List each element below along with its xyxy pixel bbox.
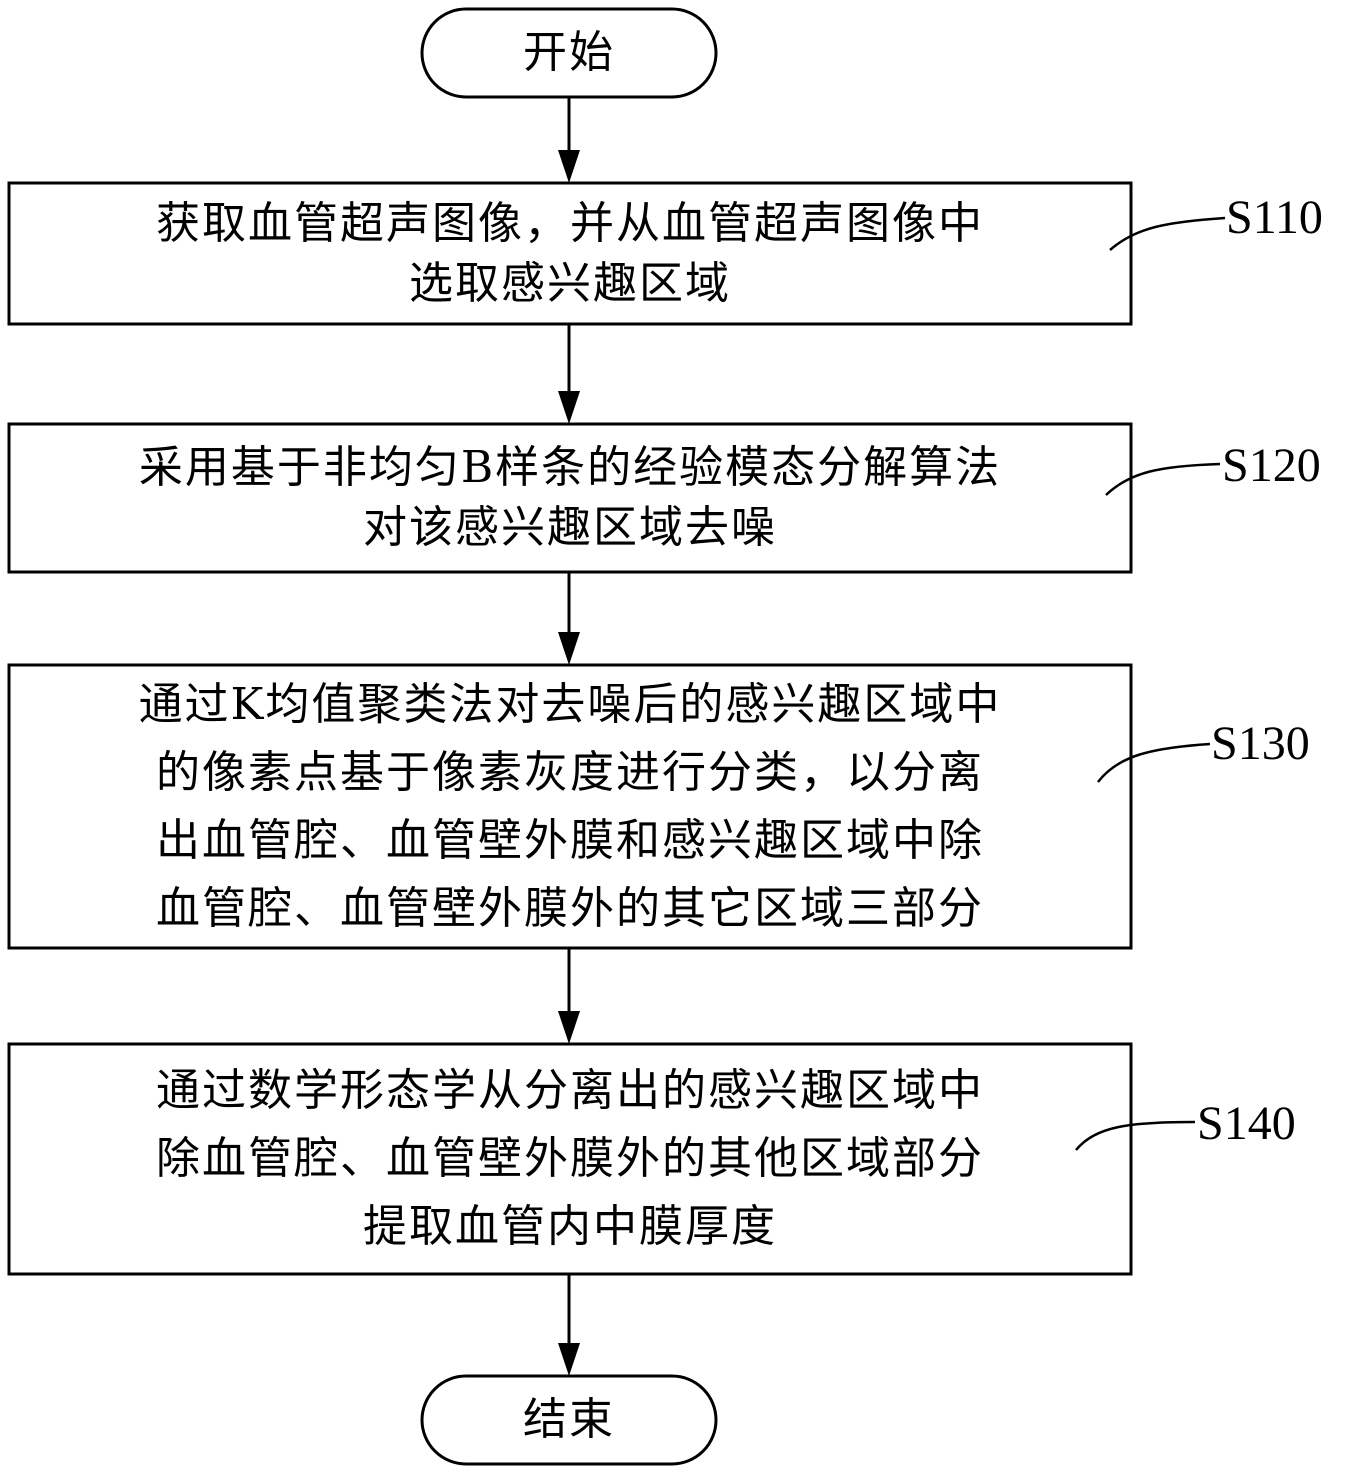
- arrowhead-s110-to-s120: [558, 391, 580, 424]
- step-text-s120: 采用基于非均匀B样条的经验模态分解算法 对该感兴趣区域去噪: [9, 424, 1131, 572]
- step-text-s110: 获取血管超声图像，并从血管超声图像中 选取感兴趣区域: [9, 183, 1131, 324]
- step-line: 提取血管内中膜厚度: [363, 1201, 777, 1252]
- leader-s140: [1075, 1120, 1196, 1151]
- arrowhead-s140-to-end: [558, 1343, 580, 1376]
- step-id-s130: S130: [1211, 717, 1310, 770]
- arrowhead-s130-to-s140: [558, 1011, 580, 1044]
- step-line: 对该感兴趣区域去噪: [363, 502, 777, 553]
- leader-s110: [1109, 216, 1226, 251]
- end-terminator: [420, 1374, 718, 1466]
- step-box-s140: [7, 1042, 1133, 1276]
- step-id-s120: S120: [1222, 439, 1321, 492]
- start-label: 开始: [422, 9, 716, 97]
- start-label-text: 开始: [523, 27, 615, 78]
- step-text-s140: 通过数学形态学从分离出的感兴趣区域中 除血管腔、血管壁外膜外的其他区域部分 提取…: [9, 1044, 1131, 1274]
- leader-s120: [1105, 462, 1221, 496]
- step-line: 选取感兴趣区域: [409, 257, 731, 309]
- step-id-s110: S110: [1226, 191, 1323, 244]
- step-line: 通过数学形态学从分离出的感兴趣区域中: [156, 1065, 984, 1116]
- step-text-s130: 通过K均值聚类法对去噪后的感兴趣区域中 的像素点基于像素灰度进行分类，以分离 出…: [9, 665, 1131, 948]
- step-line: 采用基于非均匀B样条的经验模态分解算法: [138, 442, 1002, 493]
- step-box-s110: [7, 181, 1133, 326]
- step-line: 血管腔、血管壁外膜外的其它区域三部分: [156, 882, 984, 934]
- step-line: 的像素点基于像素灰度进行分类，以分离: [156, 746, 984, 798]
- end-label: 结束: [422, 1376, 716, 1464]
- step-box-s120: [7, 422, 1133, 574]
- step-line: 出血管腔、血管壁外膜和感兴趣区域中除: [156, 814, 984, 866]
- arrowhead-start-to-s110: [558, 150, 580, 183]
- step-line: 获取血管超声图像，并从血管超声图像中: [156, 197, 984, 249]
- arrowhead-s120-to-s130: [558, 632, 580, 665]
- step-line: 通过K均值聚类法对去噪后的感兴趣区域中: [138, 678, 1002, 730]
- leader-s130: [1097, 742, 1211, 783]
- step-line: 除血管腔、血管壁外膜外的其他区域部分: [156, 1133, 984, 1184]
- step-id-s140: S140: [1197, 1097, 1296, 1150]
- end-label-text: 结束: [523, 1394, 615, 1445]
